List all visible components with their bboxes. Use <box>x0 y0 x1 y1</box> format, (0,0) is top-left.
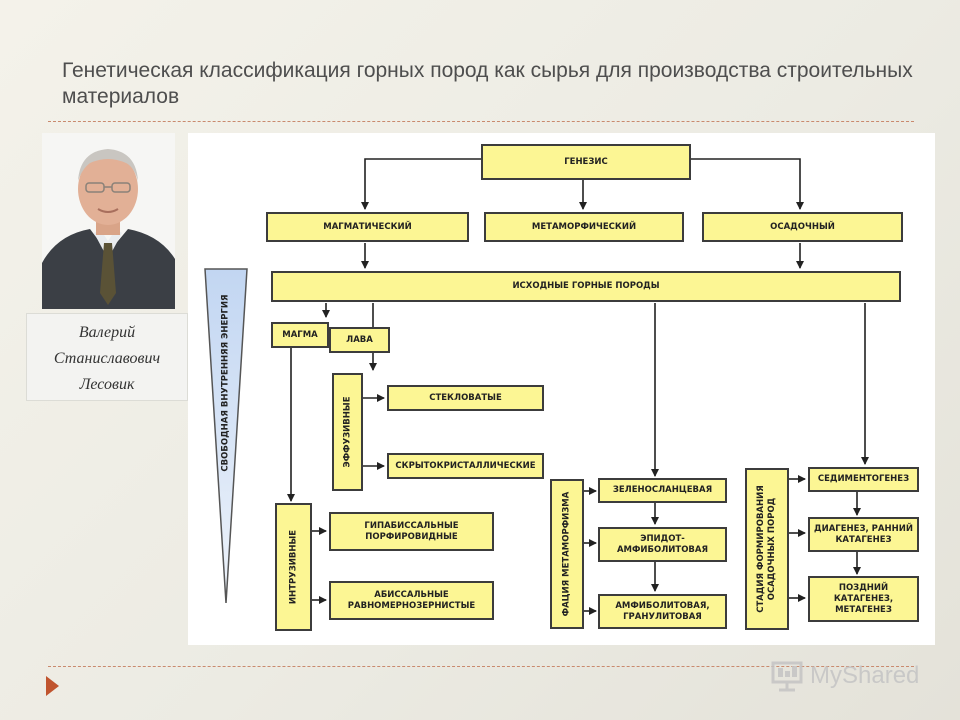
box-lava: ЛАВА <box>329 327 390 353</box>
box-genesis: ГЕНЕЗИС <box>481 144 691 180</box>
box-magma: МАГМА <box>271 322 329 348</box>
box-intrusive <box>275 503 312 631</box>
author-first-name: Валерий <box>78 324 136 341</box>
box-sedimentary: ОСАДОЧНЫЙ <box>702 212 903 242</box>
author-caption: Валерий Станиславович Лесовик <box>26 313 188 401</box>
slide-title: Генетическая классификация горных пород … <box>62 59 913 108</box>
box-magmatic: МАГМАТИЧЕСКИЙ <box>266 212 469 242</box>
energy-wedge <box>204 268 248 604</box>
box-metamorphism-facies <box>550 479 584 629</box>
diagram-connectors <box>204 158 869 615</box>
box-effusive <box>332 373 363 491</box>
box-cryptocrystalline: СКРЫТОКРИСТАЛЛИЧЕСКИЕ <box>387 453 544 479</box>
box-metamorphic: МЕТАМОРФИЧЕСКИЙ <box>484 212 684 242</box>
box-sedimentary-stage <box>745 468 789 630</box>
box-amphibolite-granulite: АМФИБОЛИТОВАЯ,ГРАНУЛИТОВАЯ <box>598 594 727 629</box>
top-divider <box>48 121 914 122</box>
label-metamorphism-facies: ФАЦИЯ МЕТАМОРФИЗМА <box>561 491 572 617</box>
footer-arrow-icon <box>46 676 59 696</box>
box-glassy: СТЕКЛОВАТЫЕ <box>387 385 544 411</box>
label-sedimentary-stage: СТАДИЯ ФОРМИРОВАНИЯ ОСАДОЧНЫХ ПОРОД <box>756 485 777 613</box>
author-patronymic: Станиславович <box>53 350 161 367</box>
author-last-name: Лесовик <box>79 376 135 393</box>
label-effusive: ЭФФУЗИВНЫЕ <box>342 396 353 468</box>
watermark-text: MyShared <box>810 662 920 689</box>
portrait-image <box>42 133 175 309</box>
label-intrusive: ИНТРУЗИВНЫЕ <box>288 529 299 605</box>
box-greenschist: ЗЕЛЕНОСЛАНЦЕВАЯ <box>598 478 727 503</box>
watermark: MyShared <box>770 656 919 696</box>
box-source-rocks: ИСХОДНЫЕ ГОРНЫЕ ПОРОДЫ <box>271 271 901 302</box>
classification-diagram: ГЕНЕЗИС МАГМАТИЧЕСКИЙ МЕТАМОРФИЧЕСКИЙ ОС… <box>188 133 935 645</box>
author-photo <box>42 133 175 309</box>
presentation-board-icon <box>771 661 803 692</box>
bottom-divider <box>48 666 914 667</box>
label-free-internal-energy: СВОБОДНАЯ ВНУТРЕННЯЯ ЭНЕРГИЯ <box>220 294 231 472</box>
box-late-catagenesis: ПОЗДНИЙ КАТАГЕНЕЗ,МЕТАГЕНЕЗ <box>808 576 919 622</box>
box-epidote-amphibolite: ЭПИДОТ-АМФИБОЛИТОВАЯ <box>598 527 727 562</box>
box-sedimentogenesis: СЕДИМЕНТОГЕНЕЗ <box>808 467 919 492</box>
